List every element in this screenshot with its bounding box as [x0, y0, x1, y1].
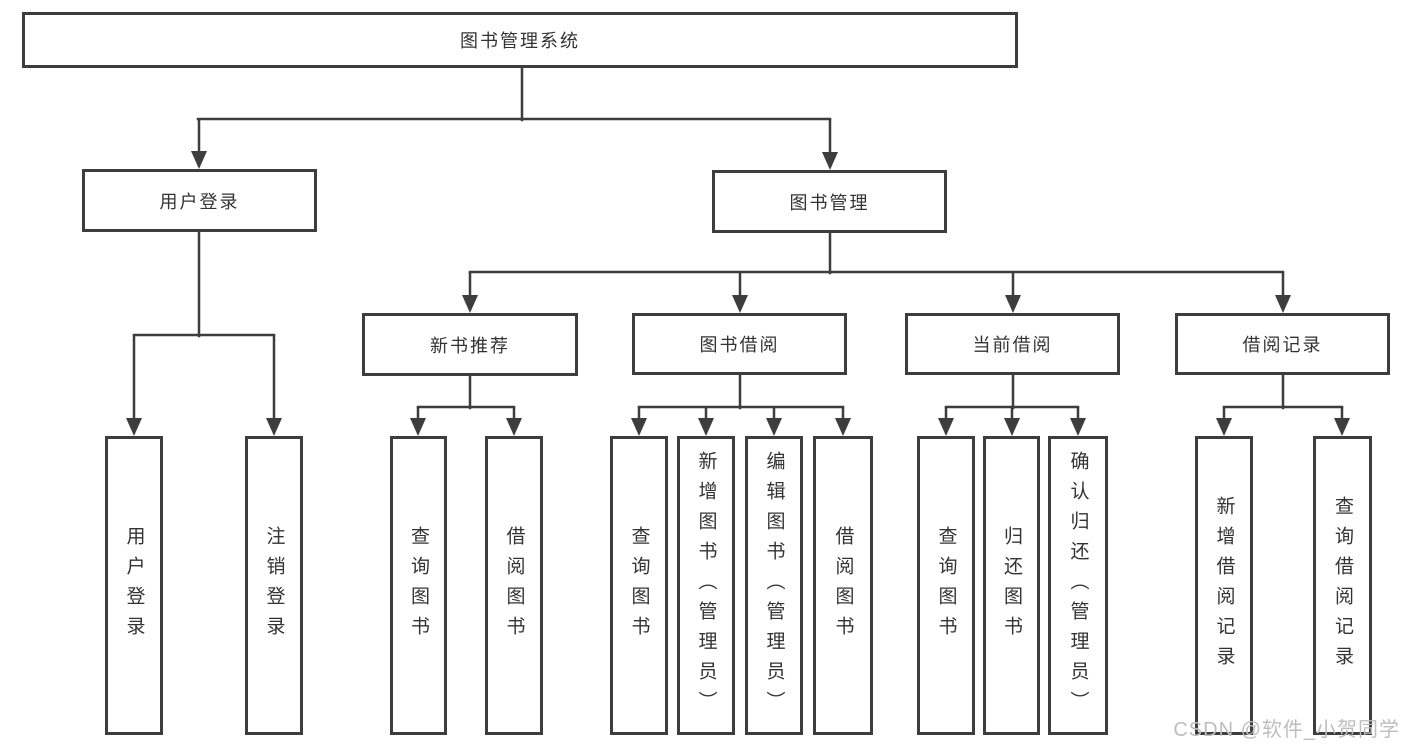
leaf-label: 查询借阅记录	[1332, 495, 1353, 676]
leaf-borrow-books-recommend: 借阅图书	[485, 436, 543, 735]
node-book-management: 图书管理	[712, 170, 947, 233]
leaf-label: 借阅图书	[832, 525, 854, 646]
leaf-borrow-books-borrowing: 借阅图书	[813, 436, 873, 735]
leaf-query-borrow-record: 查询借阅记录	[1313, 436, 1372, 735]
node-label: 图书管理系统	[460, 31, 580, 51]
leaf-return-books: 归还图书	[983, 436, 1040, 735]
leaf-add-books-admin: 新增图书（管理员）	[677, 436, 735, 735]
csdn-watermark: CSDN @软件_小贺同学	[1173, 719, 1400, 741]
leaf-edit-books-admin: 编辑图书（管理员）	[745, 436, 803, 735]
leaf-label: 注销登录	[263, 525, 285, 646]
leaf-label: 借阅图书	[503, 525, 525, 646]
leaf-label: 新增借阅记录	[1213, 495, 1235, 676]
leaf-add-borrow-record: 新增借阅记录	[1195, 436, 1253, 735]
leaf-label: 新增图书（管理员）	[695, 450, 717, 721]
leaf-label: 查询图书	[935, 525, 957, 646]
leaf-label: 确认归还（管理员）	[1067, 450, 1089, 721]
leaf-user-login: 用户登录	[105, 436, 163, 735]
leaf-query-books-recommend: 查询图书	[390, 436, 447, 735]
leaf-label: 归还图书	[1001, 525, 1022, 646]
node-label: 新书推荐	[430, 335, 510, 356]
node-label: 图书借阅	[699, 335, 780, 355]
leaf-label: 编辑图书（管理员）	[763, 450, 785, 721]
node-label: 用户登录	[159, 191, 240, 212]
node-current-borrowing: 当前借阅	[905, 313, 1120, 375]
leaf-label: 查询图书	[628, 525, 650, 646]
leaf-query-books-borrowing: 查询图书	[610, 436, 668, 735]
leaf-logout: 注销登录	[245, 436, 303, 735]
leaf-confirm-return-admin: 确认归还（管理员）	[1048, 436, 1108, 735]
node-borrowing-records: 借阅记录	[1175, 313, 1390, 375]
node-label: 图书管理	[789, 192, 870, 213]
leaf-label: 查询图书	[408, 525, 429, 646]
node-library-management-system: 图书管理系统	[22, 12, 1018, 68]
node-label: 当前借阅	[972, 335, 1053, 355]
node-book-borrowing: 图书借阅	[632, 313, 847, 375]
leaf-label: 用户登录	[123, 525, 145, 646]
node-label: 借阅记录	[1242, 335, 1323, 355]
node-user-login: 用户登录	[82, 169, 317, 232]
leaf-query-books-current: 查询图书	[917, 436, 975, 735]
node-new-book-recommend: 新书推荐	[362, 313, 578, 376]
